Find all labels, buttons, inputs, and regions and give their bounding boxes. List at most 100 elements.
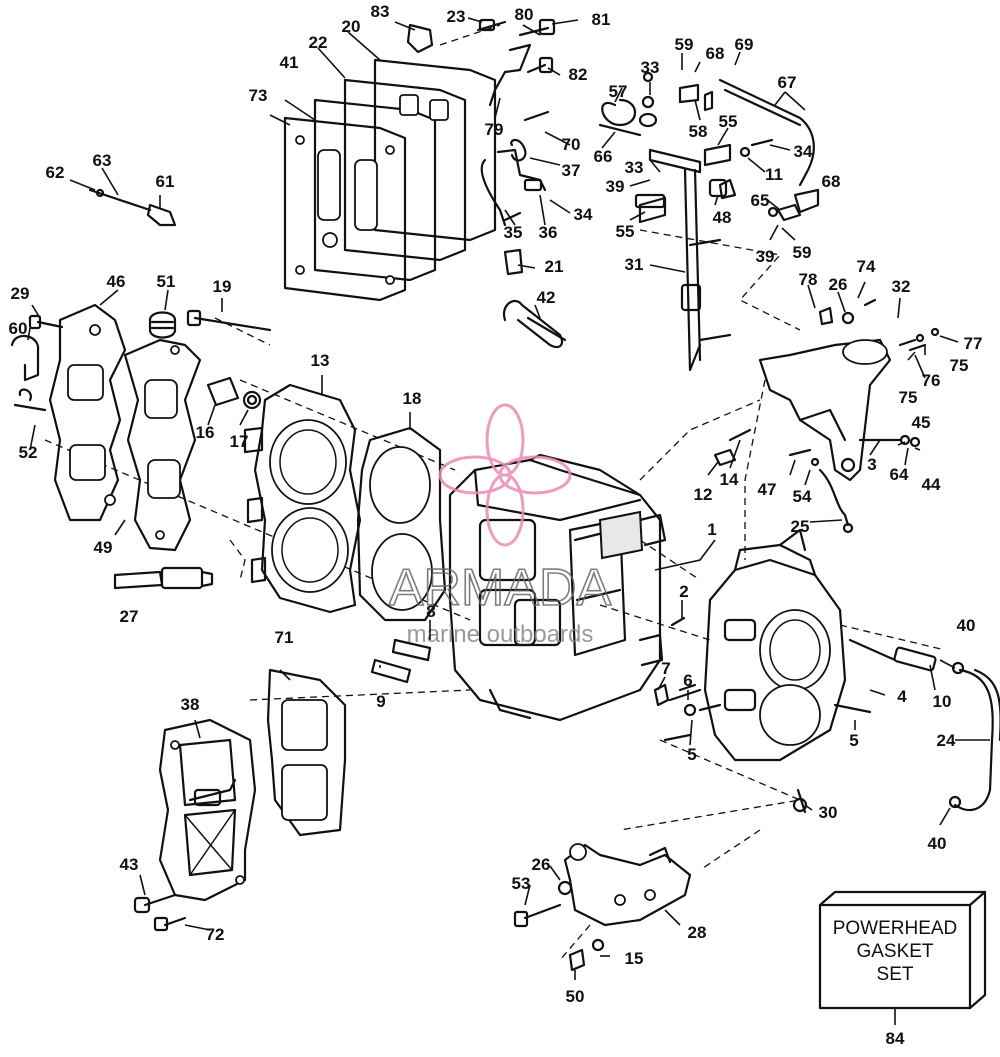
top-fittings: [406, 18, 556, 107]
crankcase: [663, 528, 937, 814]
watermark-logo: ARMADA marine outboards: [388, 403, 612, 648]
callout-18: 18: [403, 389, 422, 408]
callout-83: 83: [371, 2, 390, 21]
callout-72: 72: [206, 925, 225, 944]
callout-28: 28: [688, 923, 707, 942]
callout-2: 2: [679, 582, 688, 601]
callout-62: 62: [46, 163, 65, 182]
callout-67: 67: [778, 73, 797, 92]
callout-44: 44: [922, 475, 941, 494]
callout-84: 84: [886, 1029, 905, 1048]
callout-59-right: 59: [793, 243, 812, 262]
callout-9: 9: [376, 692, 385, 711]
callout-41: 41: [280, 53, 299, 72]
callout-11: 11: [765, 165, 783, 184]
callout-29: 29: [11, 284, 30, 303]
temp-sensor: [88, 188, 177, 227]
callout-76: 76: [922, 371, 941, 390]
callout-33-top: 33: [641, 58, 660, 77]
transfer-gasket: [266, 668, 347, 837]
callout-64: 64: [890, 465, 909, 484]
callout-20: 20: [342, 17, 361, 36]
callout-10: 10: [933, 692, 952, 711]
callout-55-top: 55: [719, 112, 738, 131]
callout-3: 3: [867, 455, 876, 474]
callout-33-mid: 33: [625, 158, 644, 177]
callout-40-bottom: 40: [928, 834, 947, 853]
callout-48: 48: [713, 208, 732, 227]
callout-69: 69: [735, 35, 754, 54]
callout-63: 63: [93, 151, 112, 170]
callout-77: 77: [964, 334, 983, 353]
callout-46: 46: [107, 272, 126, 291]
callout-26-bottom: 26: [532, 855, 551, 874]
watermark-brand: ARMADA: [389, 559, 612, 617]
callout-22: 22: [309, 33, 328, 52]
callout-5-left: 5: [687, 745, 696, 764]
callout-38: 38: [181, 695, 200, 714]
callout-34-right: 34: [794, 142, 813, 161]
hose-24: [948, 661, 1000, 812]
transfer-cover: [158, 718, 257, 902]
callout-35: 35: [504, 223, 523, 242]
callout-58: 58: [689, 122, 708, 141]
callout-65: 65: [751, 191, 770, 210]
callout-12: 12: [694, 485, 713, 504]
transfer-bolts: [133, 893, 187, 932]
callout-47: 47: [758, 480, 777, 499]
callout-80: 80: [515, 5, 534, 24]
callout-34-mid: 34: [574, 205, 593, 224]
callout-45: 45: [912, 413, 931, 432]
callout-50: 50: [566, 987, 585, 1006]
callout-49: 49: [94, 538, 113, 557]
callout-40-top: 40: [957, 616, 976, 635]
starter-bracket: [713, 298, 940, 534]
callout-24: 24: [937, 731, 956, 750]
callout-57: 57: [609, 82, 628, 101]
callout-36: 36: [539, 223, 558, 242]
powerhead-gasket-set-box: POWERHEAD GASKET SET 84: [818, 890, 987, 1048]
callout-43: 43: [120, 855, 139, 874]
callout-4: 4: [897, 687, 907, 706]
callout-14: 14: [720, 470, 739, 489]
callout-68-top: 68: [706, 44, 725, 63]
callout-70: 70: [562, 135, 581, 154]
callout-53: 53: [512, 874, 531, 893]
callout-39-left: 39: [606, 177, 625, 196]
mount-bracket: [513, 843, 692, 972]
callout-54: 54: [793, 487, 812, 506]
callout-16: 16: [196, 423, 215, 442]
callout-26-top: 26: [829, 275, 848, 294]
exhaust-cover-stack: [283, 58, 497, 302]
gasket-set-line2: GASKET: [856, 941, 933, 962]
callout-68-right: 68: [822, 172, 841, 191]
leader-lines: [27, 17, 990, 980]
callout-31: 31: [625, 255, 644, 274]
watermark-tagline: marine outboards: [407, 621, 594, 648]
callout-6: 6: [683, 671, 692, 690]
callout-78: 78: [799, 270, 818, 289]
callout-17: 17: [230, 432, 249, 451]
callout-42: 42: [537, 288, 556, 307]
callout-55-bottom: 55: [616, 222, 635, 241]
callout-8: 8: [426, 602, 435, 621]
callout-79: 79: [485, 120, 504, 139]
callout-82: 82: [569, 65, 588, 84]
callout-51: 51: [157, 272, 176, 291]
callout-7: 7: [661, 659, 670, 678]
callout-61: 61: [156, 172, 175, 191]
gasket-set-line1: POWERHEAD: [833, 918, 958, 939]
left-cover-parts: [10, 303, 272, 552]
callout-1: 1: [707, 520, 716, 539]
callout-74: 74: [857, 257, 876, 276]
callout-23: 23: [447, 7, 466, 26]
callout-25: 25: [791, 517, 810, 536]
callout-60: 60: [9, 319, 28, 338]
callout-13: 13: [311, 351, 330, 370]
callout-73: 73: [249, 86, 268, 105]
callout-37: 37: [562, 161, 581, 180]
callout-32: 32: [892, 277, 911, 296]
cylinder-block: [448, 453, 667, 722]
spark-plug: [113, 566, 214, 590]
dowel-pins: [370, 616, 722, 717]
